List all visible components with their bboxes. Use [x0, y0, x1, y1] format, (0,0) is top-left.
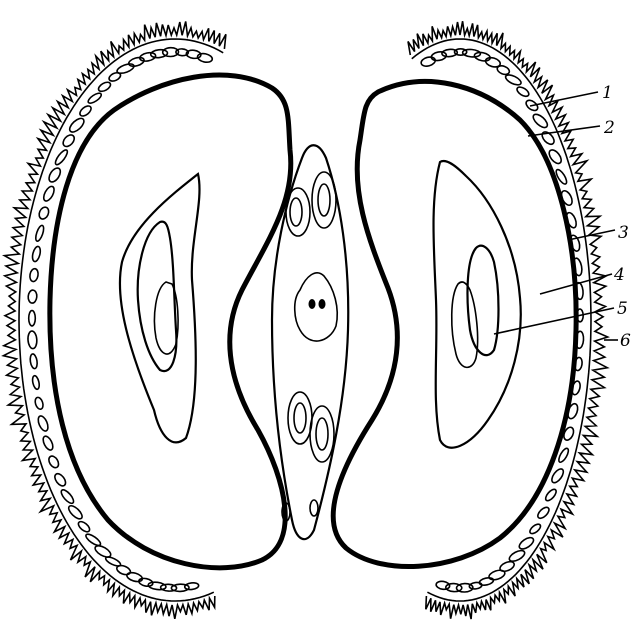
left-inner-body — [120, 174, 200, 442]
wall-cell — [78, 104, 93, 118]
wall-cell — [53, 148, 69, 166]
wall-cell — [160, 584, 176, 592]
wall-cell — [29, 311, 36, 326]
wall-cell — [59, 488, 75, 505]
wall-cell — [97, 80, 112, 93]
wall-cell — [36, 415, 50, 433]
wall-cell — [504, 73, 522, 87]
wall-cell — [536, 505, 551, 520]
leader-line-2 — [528, 126, 600, 136]
wall-cell — [67, 116, 86, 134]
right-inner-loop-2 — [452, 282, 478, 367]
wall-cell — [116, 62, 135, 75]
label-6: 6 — [620, 331, 631, 351]
wall-cell — [488, 568, 506, 581]
wall-cell — [47, 166, 63, 184]
wall-cell — [499, 560, 516, 573]
right-inner-loop-1 — [468, 246, 499, 355]
wall-cell — [34, 396, 45, 410]
wall-cell — [31, 246, 42, 263]
wall-cell — [37, 206, 50, 221]
wall-cell — [47, 454, 61, 469]
wall-cell — [42, 185, 57, 203]
wall-cell — [34, 224, 45, 242]
wall-cell — [126, 571, 144, 583]
wall-cell — [420, 56, 436, 68]
wall-cell — [128, 56, 145, 68]
label-3: 3 — [618, 223, 629, 243]
wall-cell — [515, 85, 530, 98]
wall-cell — [77, 520, 92, 534]
wall-cell — [67, 504, 85, 521]
label-5: 5 — [617, 299, 628, 319]
wall-cell — [84, 532, 102, 547]
septum-nucleus — [309, 299, 316, 309]
left-chamber-wall — [50, 75, 291, 568]
wall-cell — [528, 522, 542, 535]
wall-cell — [29, 268, 39, 282]
wall-cell — [53, 472, 68, 488]
right-inner-body — [434, 161, 521, 448]
wall-cell — [531, 112, 550, 130]
septum-nucleus — [319, 299, 326, 309]
figure-labels: 1 2 3 4 5 6 — [602, 83, 631, 351]
wall-cell — [31, 375, 40, 390]
wall-cell — [27, 331, 37, 349]
wall-cell — [29, 353, 38, 369]
wall-cell — [28, 290, 38, 304]
label-2: 2 — [603, 118, 615, 138]
wall-cell — [41, 435, 55, 452]
wall-cells — [27, 47, 584, 592]
wall-cell — [87, 91, 103, 105]
wall-cell — [479, 577, 495, 587]
wall-cell — [61, 133, 77, 149]
wall-cell — [93, 543, 112, 559]
wall-cell — [517, 535, 535, 551]
wall-cell — [544, 488, 558, 503]
label-4: 4 — [613, 265, 625, 285]
label-1: 1 — [602, 83, 613, 103]
wall-cell — [550, 467, 566, 485]
wall-cell — [184, 582, 199, 590]
